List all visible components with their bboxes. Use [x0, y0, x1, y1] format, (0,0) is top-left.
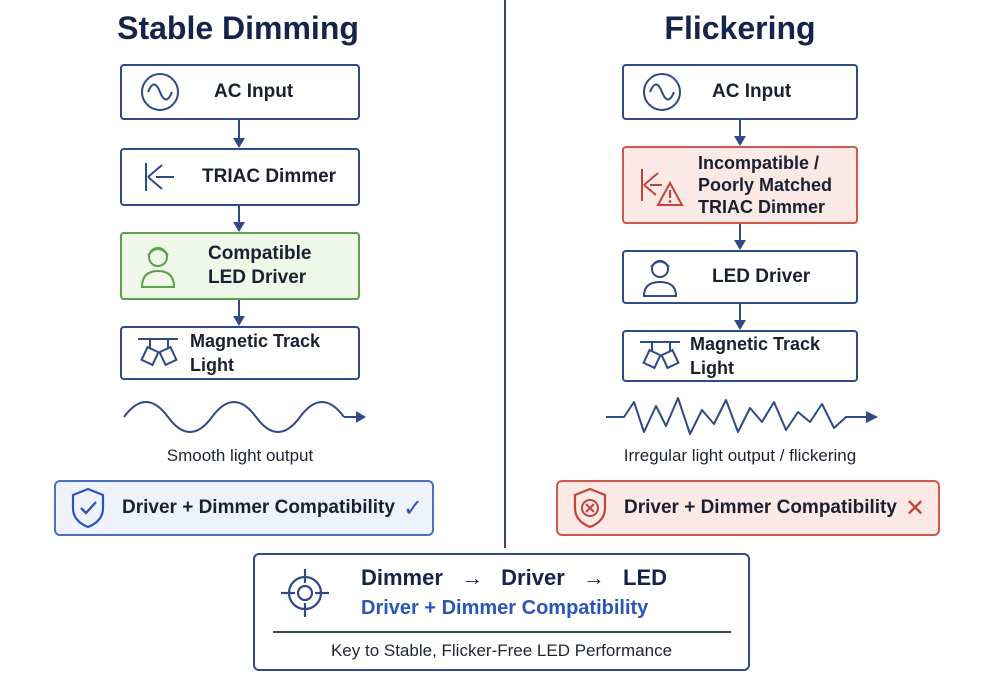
arrow-down-icon: [233, 300, 245, 326]
left-step-track-light: Magnetic Track Light: [120, 326, 360, 380]
x-mark-icon: ✕: [904, 494, 926, 522]
person-icon: [642, 260, 678, 297]
track-light-icon: [640, 341, 680, 370]
key-summary-box: Dimmer → Driver → LED Driver + Dimmer Co…: [253, 553, 750, 671]
step-label: Incompatible / Poorly Matched TRIAC Dimm…: [698, 153, 833, 217]
arrow-down-icon: [233, 206, 245, 232]
step-label: TRIAC Dimmer: [202, 166, 337, 187]
right-title: Flickering: [664, 10, 816, 46]
left-step-triac: TRIAC Dimmer: [120, 148, 360, 206]
arrow-down-icon: [734, 120, 746, 146]
ac-sine-icon: [141, 73, 179, 111]
left-wave-caption: Smooth light output: [166, 446, 314, 465]
arrow-down-icon: [233, 120, 245, 148]
left-compatibility-badge: Driver + Dimmer Compatibility ✓: [54, 480, 434, 536]
step-label: Magnetic Track Light: [190, 331, 321, 375]
right-step-track-light: Magnetic Track Light: [622, 330, 858, 382]
flow-arrow-icon: →: [582, 565, 605, 590]
shield-check-icon: [71, 487, 105, 529]
flow-led: LED: [623, 565, 668, 590]
target-icon: [281, 569, 329, 617]
triac-warning-icon: [641, 169, 684, 206]
smooth-wave-icon: [123, 401, 366, 433]
right-step-ac-input: AC Input: [622, 64, 858, 120]
step-label: Compatible LED Driver: [208, 243, 312, 288]
right-compatibility-badge: Driver + Dimmer Compatibility ✕: [556, 480, 940, 536]
arrow-down-icon: [734, 224, 746, 250]
check-mark-icon: ✓: [402, 494, 424, 522]
triac-icon: [145, 163, 174, 191]
ac-sine-icon: [643, 73, 681, 111]
key-footer: Key to Stable, Flicker-Free LED Performa…: [330, 641, 673, 660]
left-title: Stable Dimming: [117, 10, 359, 46]
key-flow: Dimmer → Driver → LED: [361, 565, 667, 591]
left-step-compatible-driver: Compatible LED Driver: [120, 232, 360, 300]
flow-driver: Driver: [501, 565, 565, 590]
badge-label: Driver + Dimmer Compatibility: [624, 497, 897, 518]
arrow-down-icon: [734, 304, 746, 330]
left-step-ac-input: AC Input: [120, 64, 360, 120]
step-label: Magnetic Track Light: [690, 334, 821, 378]
track-light-icon: [138, 338, 178, 367]
jagged-wave-icon: [606, 397, 878, 435]
person-icon: [140, 247, 176, 288]
step-label: LED Driver: [712, 266, 811, 287]
flow-arrow-icon: →: [461, 565, 484, 590]
step-label: AC Input: [712, 81, 792, 102]
shield-x-icon: [573, 487, 607, 529]
column-divider: [504, 0, 506, 548]
step-label: AC Input: [214, 81, 294, 102]
right-wave-caption: Irregular light output / flickering: [623, 446, 857, 465]
right-step-led-driver: LED Driver: [622, 250, 858, 304]
key-compatibility-label: Driver + Dimmer Compatibility: [361, 597, 649, 619]
right-step-incompatible-triac: Incompatible / Poorly Matched TRIAC Dimm…: [622, 146, 858, 224]
flow-dimmer: Dimmer: [361, 565, 443, 590]
badge-label: Driver + Dimmer Compatibility: [122, 497, 395, 518]
key-divider: [273, 631, 731, 633]
